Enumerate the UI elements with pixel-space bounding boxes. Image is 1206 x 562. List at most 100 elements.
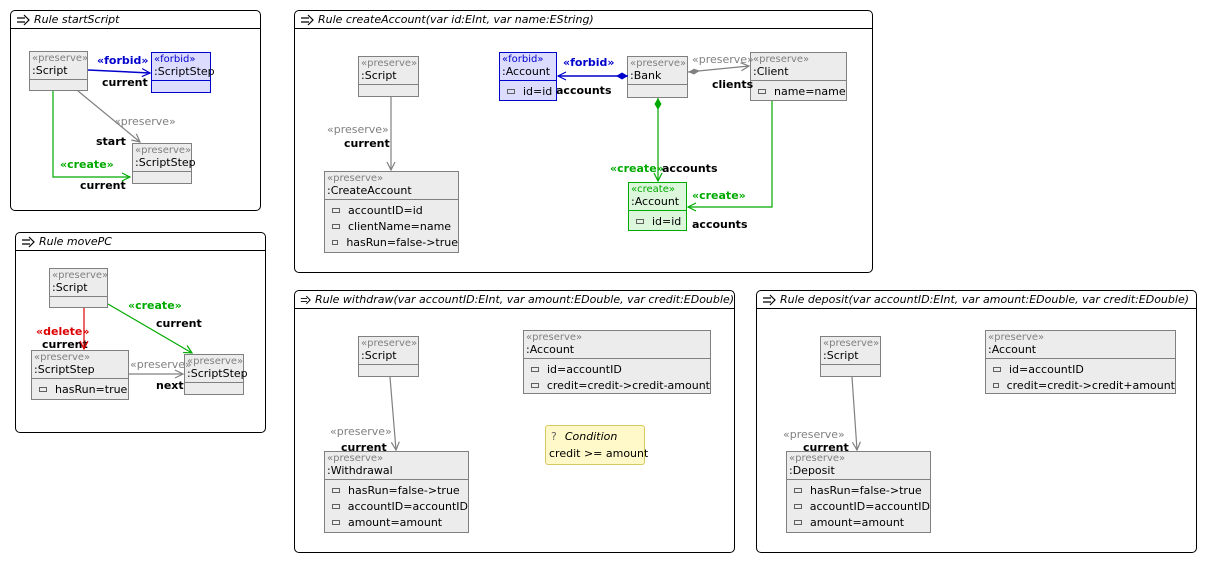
- node-scriptstep-current[interactable]: «preserve»:ScriptStep hasRun=true: [31, 350, 129, 400]
- node-stereotype: «preserve»: [789, 453, 846, 464]
- rule-arrow-icon: [763, 294, 776, 305]
- edge-role: current: [80, 179, 126, 192]
- node-attribute: amount=amount: [787, 514, 930, 530]
- node-account[interactable]: «preserve»:Account id=accountID credit=c…: [985, 330, 1176, 394]
- node-stereotype: «preserve»: [988, 332, 1045, 343]
- attribute-icon: [794, 503, 802, 509]
- rule-title-bar: Rule startScript: [11, 11, 260, 29]
- edge-label: «create»: [610, 162, 664, 175]
- question-icon: ?: [551, 429, 557, 443]
- edge-label: «preserve»: [783, 428, 845, 441]
- edge-role: current: [341, 441, 387, 454]
- edge-role: accounts: [556, 84, 612, 97]
- attribute-icon: [636, 218, 644, 224]
- node-script[interactable]: «preserve»:Script: [358, 56, 419, 97]
- rule-title: Rule movePC: [39, 235, 112, 248]
- rule-arrow-icon: [22, 236, 35, 247]
- node-name: :Script: [52, 281, 88, 294]
- composition-diamond-icon: [616, 72, 628, 80]
- edge-role: current: [344, 137, 390, 150]
- attribute-icon: [758, 88, 766, 94]
- rule-title-bar: Rule createAccount(var id:EInt, var name…: [295, 11, 872, 29]
- rule-title-bar: Rule withdraw(var accountID:EInt, var am…: [295, 291, 734, 309]
- node-attribute: name=name: [751, 83, 846, 99]
- node-attribute: clientName=name: [325, 218, 458, 234]
- node-stereotype: «forbid»: [502, 54, 544, 65]
- node-start-scriptstep[interactable]: «preserve»:ScriptStep: [132, 143, 196, 184]
- edge-label: «create»: [128, 299, 182, 312]
- edge-create-current: [107, 303, 192, 353]
- node-name: :ScriptStep: [34, 363, 95, 376]
- edge-label: «preserve»: [692, 53, 754, 66]
- attribute-icon: [39, 386, 47, 392]
- node-client[interactable]: «preserve»:Client name=name: [750, 52, 847, 101]
- attribute-icon: [794, 519, 802, 525]
- node-createaccount[interactable]: «preserve»:CreateAccount accountID=id cl…: [324, 171, 459, 253]
- node-name: :Bank: [630, 69, 662, 82]
- attribute-icon: [332, 223, 340, 229]
- edge-label: «forbid»: [563, 56, 615, 69]
- node-create-account[interactable]: «create»:Account id=id: [628, 182, 687, 231]
- edge-role: current: [803, 441, 849, 454]
- node-script[interactable]: «preserve»:Script: [29, 51, 88, 91]
- edge-preserve-current: [851, 376, 857, 450]
- node-forbid-account[interactable]: «forbid»:Account id=id: [499, 52, 557, 101]
- edge-role: accounts: [692, 218, 748, 231]
- rule-title-bar: Rule deposit(var accountID:EInt, var amo…: [757, 291, 1196, 309]
- edge-label: «delete»: [36, 325, 90, 338]
- node-attribute: hasRun=false->true: [787, 482, 930, 498]
- node-script[interactable]: «preserve»:Script: [820, 336, 881, 377]
- condition-title: Condition: [564, 429, 618, 443]
- node-stereotype: «preserve»: [361, 338, 418, 349]
- node-account[interactable]: «preserve»:Account id=accountID credit=c…: [523, 330, 711, 394]
- node-attribute: credit=credit->credit+amount: [986, 377, 1175, 393]
- node-name: :Account: [502, 65, 551, 78]
- node-stereotype: «preserve»: [327, 453, 384, 464]
- node-attribute: amount=amount: [325, 514, 468, 530]
- condition-note[interactable]: ? Condition credit >= amount: [545, 425, 649, 465]
- rule-title-bar: Rule movePC: [16, 233, 265, 251]
- node-name: :ScriptStep: [135, 156, 196, 169]
- node-script[interactable]: «preserve»:Script: [49, 268, 108, 308]
- node-bank[interactable]: «preserve»:Bank: [627, 56, 688, 98]
- rule-title: Rule withdraw(var accountID:EInt, var am…: [314, 293, 734, 306]
- node-forbid-scriptstep[interactable]: «forbid»:ScriptStep: [151, 52, 215, 93]
- node-name: :Account: [988, 343, 1037, 356]
- rule-arrow-icon: [300, 295, 311, 304]
- edge-label: «create»: [692, 189, 746, 202]
- node-stereotype: «preserve»: [823, 338, 880, 349]
- edge-preserve-current: [389, 376, 396, 450]
- condition-text: credit >= amount: [549, 447, 649, 460]
- node-name: :Script: [32, 64, 68, 77]
- node-name: :Script: [823, 349, 859, 362]
- attribute-icon: [332, 487, 340, 493]
- node-name: :Script: [361, 69, 397, 82]
- node-stereotype: «forbid»: [154, 54, 196, 65]
- edge-role: clients: [712, 78, 754, 91]
- node-deposit[interactable]: «preserve»:Deposit hasRun=false->true ac…: [786, 451, 931, 533]
- node-attribute: accountID=id: [325, 202, 458, 218]
- node-name: :Deposit: [789, 464, 835, 477]
- node-scriptstep-next[interactable]: «preserve»:ScriptStep: [184, 354, 248, 395]
- node-withdrawal[interactable]: «preserve»:Withdrawal hasRun=false->true…: [324, 451, 469, 533]
- node-attribute: accountID=accountID: [787, 498, 930, 514]
- attribute-icon: [507, 88, 515, 94]
- node-name: :Client: [753, 65, 789, 78]
- rule-arrow-icon: [301, 14, 314, 25]
- edge-forbid-current: [87, 70, 150, 73]
- node-name: :CreateAccount: [327, 184, 412, 197]
- node-script[interactable]: «preserve»:Script: [358, 336, 419, 377]
- node-attribute: credit=credit->credit-amount: [524, 377, 710, 393]
- edge-label: «create»: [60, 158, 114, 171]
- node-stereotype: «preserve»: [52, 270, 109, 281]
- attribute-icon: [993, 382, 999, 388]
- node-stereotype: «preserve»: [135, 145, 192, 156]
- node-stereotype: «preserve»: [327, 173, 384, 184]
- node-name: :ScriptStep: [154, 65, 215, 78]
- edge-label: «preserve»: [114, 115, 176, 128]
- attribute-icon: [993, 366, 1001, 372]
- node-stereotype: «create»: [631, 184, 675, 195]
- edge-label: «preserve»: [130, 358, 192, 371]
- node-name: :Script: [361, 349, 397, 362]
